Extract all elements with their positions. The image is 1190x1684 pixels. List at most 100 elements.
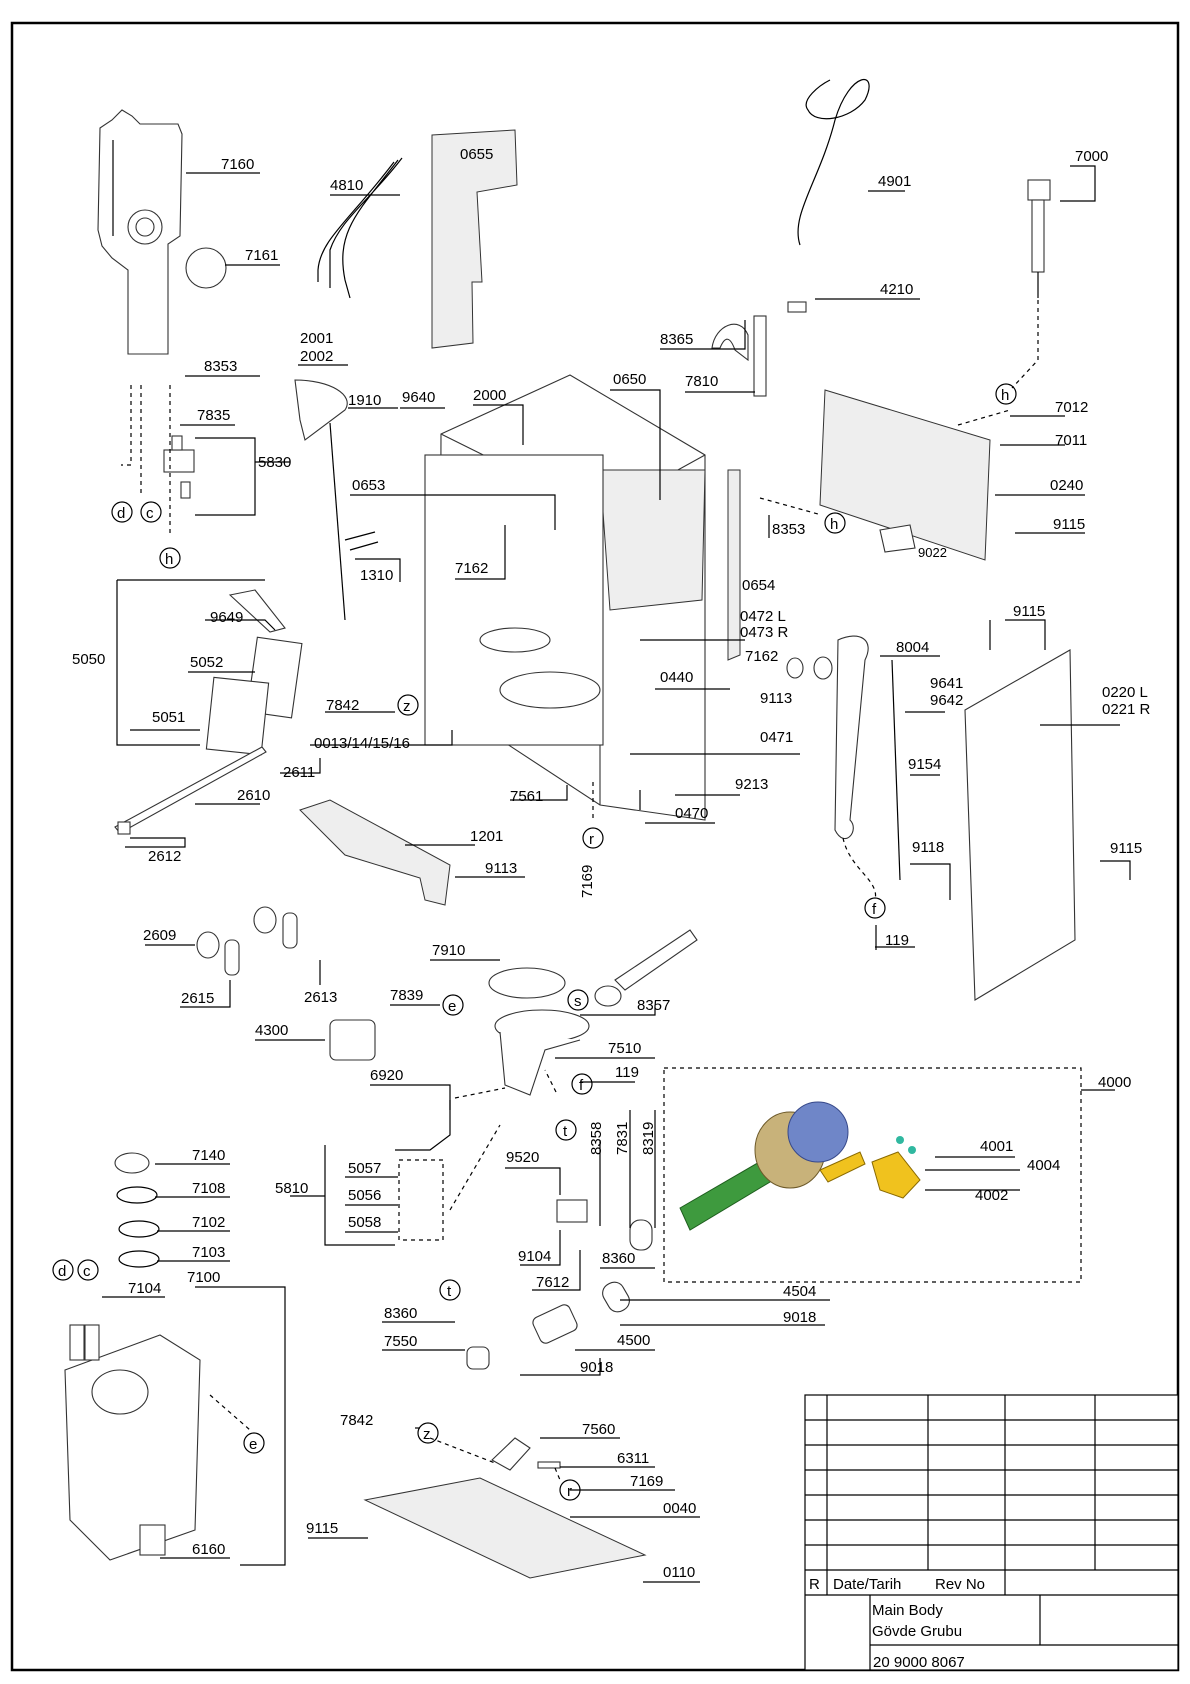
callout: 7160 bbox=[221, 156, 254, 173]
part-7161-ring bbox=[185, 247, 227, 289]
callout: 2001 bbox=[300, 330, 333, 347]
part-7000-hose bbox=[1027, 179, 1051, 298]
marker: c bbox=[83, 1263, 91, 1280]
callout: 6311 bbox=[617, 1450, 649, 1467]
callout: 4500 bbox=[617, 1332, 650, 1349]
callout: 7839 bbox=[390, 987, 423, 1004]
callout: 9115 bbox=[1013, 603, 1045, 620]
group-box-5810 bbox=[398, 1159, 444, 1241]
marker: e bbox=[448, 998, 456, 1015]
callout: 7550 bbox=[384, 1333, 417, 1350]
marker: e bbox=[249, 1436, 257, 1453]
callout: 7162 bbox=[455, 560, 488, 577]
dash-leader-e bbox=[209, 1394, 251, 1431]
callout: 8360 bbox=[602, 1250, 635, 1267]
part-1201-cover bbox=[299, 799, 451, 906]
callout: 8319 bbox=[640, 1122, 657, 1155]
callout: 2612 bbox=[148, 848, 181, 865]
callout: 4300 bbox=[255, 1022, 288, 1039]
callout: 7561 bbox=[510, 788, 543, 805]
leader-lines bbox=[102, 165, 1131, 1583]
part-7835-valve bbox=[163, 435, 195, 499]
part-6920-sensor bbox=[395, 1100, 451, 1151]
part-4901-cord bbox=[797, 78, 870, 246]
callout: 5051 bbox=[152, 709, 185, 726]
callout: 7560 bbox=[582, 1421, 615, 1438]
marker: d bbox=[117, 505, 125, 522]
marker: c bbox=[146, 505, 154, 522]
callout: 5052 bbox=[190, 654, 223, 671]
callout: 2609 bbox=[143, 927, 176, 944]
callout: 5830 bbox=[258, 454, 291, 471]
marker: z bbox=[403, 698, 411, 715]
callout: 7510 bbox=[608, 1040, 641, 1057]
marker: f bbox=[579, 1077, 584, 1094]
part-7162-cap bbox=[786, 657, 804, 679]
callout: 4504 bbox=[783, 1283, 816, 1300]
dash-leader-r bbox=[554, 1467, 561, 1481]
callout: 0240 bbox=[1050, 477, 1083, 494]
callout: 4001 bbox=[980, 1138, 1013, 1155]
callout: 9018 bbox=[783, 1309, 816, 1326]
callout: 9649 bbox=[210, 609, 243, 626]
callout: 0473 R bbox=[740, 624, 789, 641]
callout: 2611 bbox=[283, 764, 315, 781]
callout: 7169 bbox=[579, 865, 596, 898]
marker: h bbox=[165, 551, 173, 568]
part-4000-pump bbox=[679, 1101, 921, 1231]
group-box-4000 bbox=[663, 1067, 1082, 1283]
callout: 0013/14/15/16 bbox=[314, 735, 410, 752]
callout: 5810 bbox=[275, 1180, 308, 1197]
callout: 9213 bbox=[735, 776, 768, 793]
part-0654-mesh bbox=[727, 469, 741, 661]
callout: 9118 bbox=[912, 839, 944, 856]
callout: 4901 bbox=[878, 173, 911, 190]
part-2609-foot bbox=[196, 931, 220, 959]
dash-leader-d bbox=[121, 385, 132, 466]
callout: 4810 bbox=[330, 177, 363, 194]
dash-leader-6920 bbox=[454, 1087, 506, 1099]
callout: 2613 bbox=[304, 989, 337, 1006]
part-4504-hose bbox=[602, 1281, 630, 1313]
callout: 0470 bbox=[675, 805, 708, 822]
callout: 9641 bbox=[930, 675, 963, 692]
callout: 9154 bbox=[908, 756, 941, 773]
callout: 7102 bbox=[192, 1214, 225, 1231]
callout: 8353 bbox=[772, 521, 805, 538]
part-5051-board bbox=[205, 676, 270, 756]
revno-label: Rev No bbox=[935, 1576, 985, 1593]
drawing-frame bbox=[10, 21, 1180, 1672]
part-1310-clip bbox=[344, 531, 379, 551]
callout: 8353 bbox=[204, 358, 237, 375]
callout: 7162 bbox=[745, 648, 778, 665]
part-7108-ring bbox=[116, 1186, 158, 1204]
part-7162-ring bbox=[813, 656, 833, 680]
part-2001-strip bbox=[294, 379, 348, 441]
callout: 119 bbox=[885, 932, 909, 949]
part-8357-hose bbox=[614, 929, 698, 991]
callout: 0040 bbox=[663, 1500, 696, 1517]
part-4300-part bbox=[329, 1019, 376, 1061]
callout: 1910 bbox=[348, 392, 381, 409]
part-7560-bracket bbox=[491, 1437, 531, 1471]
dash-leader-f bbox=[842, 837, 877, 901]
callout: 5058 bbox=[348, 1214, 381, 1231]
part-9641-rod bbox=[891, 659, 901, 881]
callout: 7108 bbox=[192, 1180, 225, 1197]
callout: 7612 bbox=[536, 1274, 569, 1291]
callout: 7842 bbox=[340, 1412, 373, 1429]
callout: 9022 bbox=[918, 545, 947, 560]
callout: 119 bbox=[615, 1064, 639, 1081]
title-en: Main Body bbox=[872, 1602, 943, 1619]
part-2612-end bbox=[117, 821, 131, 835]
callout: 7140 bbox=[192, 1147, 225, 1164]
callout: 7169 bbox=[630, 1473, 663, 1490]
part-0040-base bbox=[363, 1477, 647, 1579]
part-8357-clamp bbox=[594, 985, 622, 1007]
callout: 9115 bbox=[1053, 516, 1085, 533]
marker: r bbox=[589, 831, 594, 848]
part-0220-door bbox=[964, 649, 1076, 1001]
callout: 7103 bbox=[192, 1244, 225, 1261]
part-6311-pin bbox=[537, 1461, 561, 1469]
